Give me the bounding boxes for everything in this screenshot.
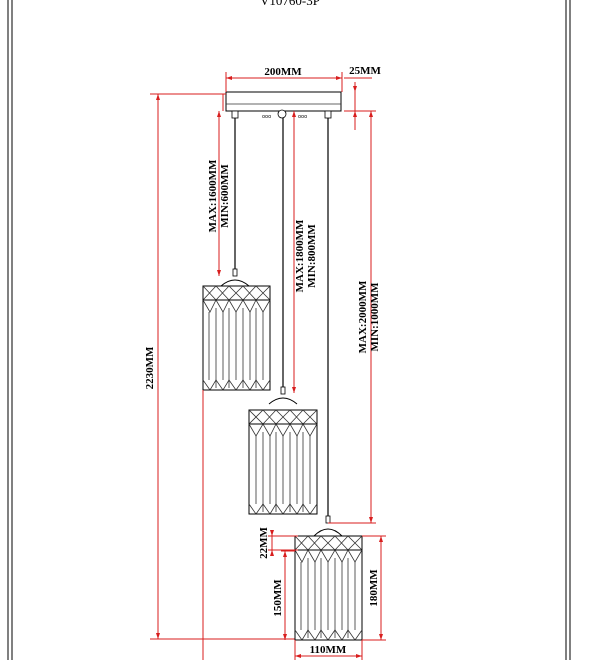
pendant-1-min-label: MIN:600MM bbox=[219, 164, 231, 228]
pendant-2-min-label: MIN:800MM bbox=[306, 224, 318, 288]
svg-text:ooo: ooo bbox=[262, 114, 271, 120]
pendant-3-min-label: MIN:1000MM bbox=[369, 282, 381, 352]
canopy-height-label: 25MM bbox=[349, 65, 381, 77]
canopy-height-dimension: 25MM bbox=[344, 65, 381, 130]
pendant-1-max-label: MAX:1600MM bbox=[207, 159, 219, 232]
shade-width-dimension: 110MM bbox=[294, 640, 363, 660]
pendant-2-cable bbox=[268, 118, 298, 405]
pendant-3-shade bbox=[294, 535, 363, 641]
page-frame bbox=[7, 0, 571, 660]
shade-height-label: 180MM bbox=[368, 569, 380, 607]
overall-height-dimension: 2230MM bbox=[144, 93, 300, 640]
crown-height-label: 22MM bbox=[258, 527, 270, 559]
pendant-2-length-dimension: MAX:1800MM MIN:800MM bbox=[292, 111, 318, 393]
ceiling-canopy: ooo ooo bbox=[225, 91, 342, 120]
crown-height-dimension: 22MM bbox=[258, 527, 298, 559]
pendant-1-cable bbox=[220, 110, 250, 287]
overall-height-label: 2230MM bbox=[144, 346, 156, 389]
pendant-3-cable bbox=[313, 110, 343, 537]
prism-height-dimension: 150MM bbox=[272, 550, 295, 640]
canopy-width-label: 200MM bbox=[264, 66, 302, 78]
prism-height-label: 150MM bbox=[272, 579, 284, 617]
pendant-3-length-dimension: MAX:2000MM MIN:1000MM bbox=[328, 110, 381, 524]
shade-height-dimension: 180MM bbox=[362, 535, 386, 641]
shade-width-label: 110MM bbox=[310, 644, 347, 656]
pendant-1-length-dimension: MAX:1600MM MIN:600MM bbox=[207, 111, 231, 276]
pendant-2-shade bbox=[248, 409, 318, 515]
pendant-3-max-label: MAX:2000MM bbox=[357, 280, 369, 353]
model-title: V10760-3P bbox=[260, 0, 320, 8]
pendant-1-shade bbox=[202, 285, 271, 391]
svg-text:ooo: ooo bbox=[298, 114, 307, 120]
canopy-width-dimension: 200MM bbox=[225, 66, 343, 92]
pendant-2-max-label: MAX:1800MM bbox=[294, 219, 306, 292]
